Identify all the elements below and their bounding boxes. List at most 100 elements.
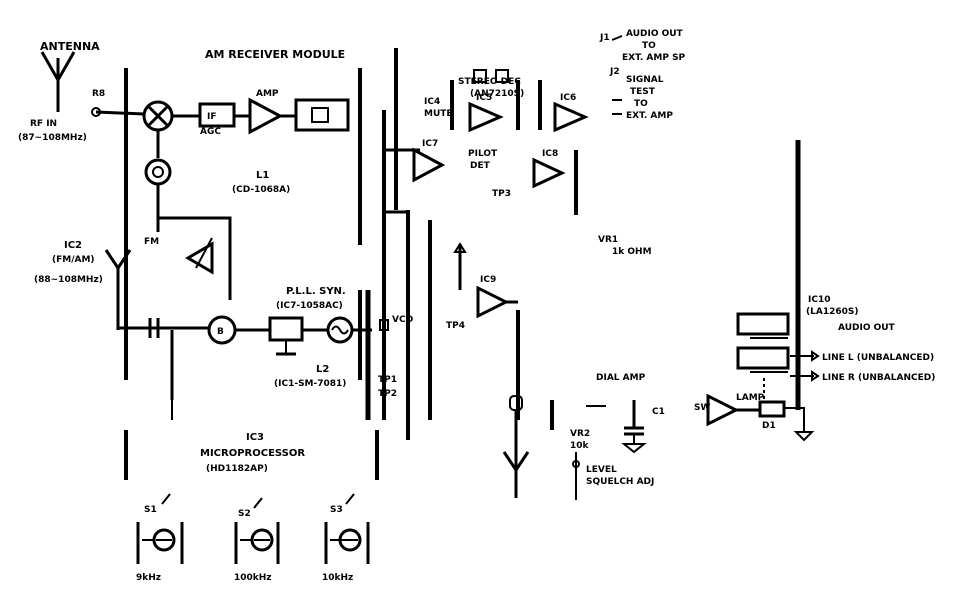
d1-label: D1 (762, 421, 776, 431)
switch-icon[interactable]: S1 (136, 493, 184, 564)
output-block (736, 346, 790, 370)
amplifier-icon (248, 97, 284, 135)
j1-label: J1 (599, 33, 610, 43)
ground-icon (793, 431, 815, 442)
detector-inner (311, 107, 329, 123)
detector-box (294, 98, 350, 132)
stereo-title: STEREO DEC (458, 77, 521, 87)
amplifier-icon (468, 101, 504, 133)
freq-2-label: 100kHz (234, 573, 272, 583)
ic2-name: IC2 (64, 240, 82, 251)
vr2-spec: 10k (570, 441, 590, 451)
in-title-b: TEST (630, 87, 656, 97)
mute-label: MUTE (424, 109, 453, 119)
pll-spec: (IC7-1058AC) (276, 301, 343, 311)
level-label: LEVEL (586, 465, 617, 475)
antenna-spec-b: (87~108MHz) (18, 133, 87, 143)
switch-3-label: S3 (330, 505, 343, 515)
micro-name: IC3 (246, 432, 264, 443)
amplifier-icon (185, 241, 214, 275)
pll-title: P.L.L. SYN. (286, 286, 346, 297)
tp4-label: TP4 (446, 321, 465, 331)
ic10-label: IC10 (808, 295, 830, 305)
switch-icon[interactable]: S3 (324, 493, 370, 564)
antenna-icon (40, 51, 76, 112)
switch-1-label: S1 (144, 505, 157, 515)
adjust-arrow (195, 237, 213, 269)
line-r-label: LINE R (UNBALANCED) (822, 373, 935, 383)
level-sub: SQUELCH ADJ (586, 477, 654, 487)
antenna-icon (502, 451, 530, 498)
sw-label: SW (694, 403, 710, 413)
agc-label: AGC (200, 127, 221, 137)
fm-label: FM (144, 237, 159, 247)
dial-amp-label: DIAL AMP (596, 373, 646, 383)
line-l-label: LINE L (UNBALANCED) (822, 353, 934, 363)
mixer-icon (142, 100, 174, 132)
wire-loop (158, 216, 232, 300)
tp1-label: TP1 (378, 375, 397, 385)
if-filter-box (198, 102, 236, 128)
stereo-sub: (AN7210S) (470, 89, 524, 99)
pilot-label: PILOT (468, 149, 498, 159)
amplifier-icon (706, 393, 740, 427)
det-label: DET (470, 161, 491, 171)
wire (784, 407, 805, 432)
freq-3-label: 10kHz (322, 573, 353, 583)
lamp-box (758, 400, 786, 418)
am-module-title: AM RECEIVER MODULE (205, 48, 345, 61)
out-title-b: TO (642, 41, 656, 51)
vr2-label: VR2 (570, 429, 590, 439)
l1-name: L1 (256, 170, 269, 181)
ic5-label: IC5 (476, 93, 492, 103)
ic10-spec: (LA1260S) (806, 307, 858, 317)
ic7-label: IC7 (422, 139, 438, 149)
freq-1-label: 9kHz (136, 573, 161, 583)
micro-title: MICROPROCESSOR (200, 448, 305, 459)
tp3-label: TP3 (492, 189, 511, 199)
out-title-a: AUDIO OUT (626, 29, 684, 39)
ic4-label: IC4 (424, 97, 440, 107)
antenna-title: ANTENNA (40, 40, 100, 53)
vr1-label: VR1 (598, 235, 618, 245)
ground-icon (621, 443, 647, 454)
amplifier-icon (476, 285, 510, 319)
audio-out-label: AUDIO OUT (838, 323, 896, 333)
amplifier-icon (412, 147, 446, 183)
oscillator-icon (144, 158, 172, 186)
l2-spec: (IC1-SM-7081) (274, 379, 346, 389)
arrow (611, 35, 623, 41)
vco-label: VCO (392, 315, 414, 325)
out-title-c: EXT. AMP SP (622, 53, 686, 63)
oscillator-icon (326, 316, 354, 344)
ic8-label: IC8 (542, 149, 558, 159)
j2-label: J2 (609, 67, 620, 77)
oscillator-icon: B (207, 315, 237, 345)
ic2-sub: (FM/AM) (52, 255, 95, 265)
ic2-freq: (88~108MHz) (34, 275, 103, 285)
antenna-spec-a: RF IN (30, 119, 57, 129)
amp-label: AMP (256, 89, 279, 99)
arrow (453, 242, 467, 253)
ic6-label: IC6 (560, 93, 576, 103)
terminal-dot (572, 460, 580, 468)
arrow-head (811, 370, 820, 382)
amplifier-icon (532, 157, 566, 189)
in-title-c: TO (634, 99, 648, 109)
switch-icon[interactable]: S2 (234, 497, 280, 564)
antenna-icon (104, 249, 132, 330)
in-title-a: SIGNAL (626, 75, 664, 85)
in-title-d: EXT. AMP (626, 111, 673, 121)
vr1-spec: 1k OHM (612, 247, 652, 257)
micro-part: (HD1182AP) (206, 464, 268, 474)
svg-text:B: B (217, 327, 224, 337)
l2-name: L2 (316, 364, 329, 375)
switch-2-label: S2 (238, 509, 251, 519)
amplifier-icon (553, 101, 589, 133)
if-label: IF (207, 112, 217, 122)
pll-box (268, 316, 304, 342)
mixer-ref: R8 (92, 89, 105, 99)
c1-label: C1 (652, 407, 665, 417)
stereo-box (473, 69, 487, 83)
